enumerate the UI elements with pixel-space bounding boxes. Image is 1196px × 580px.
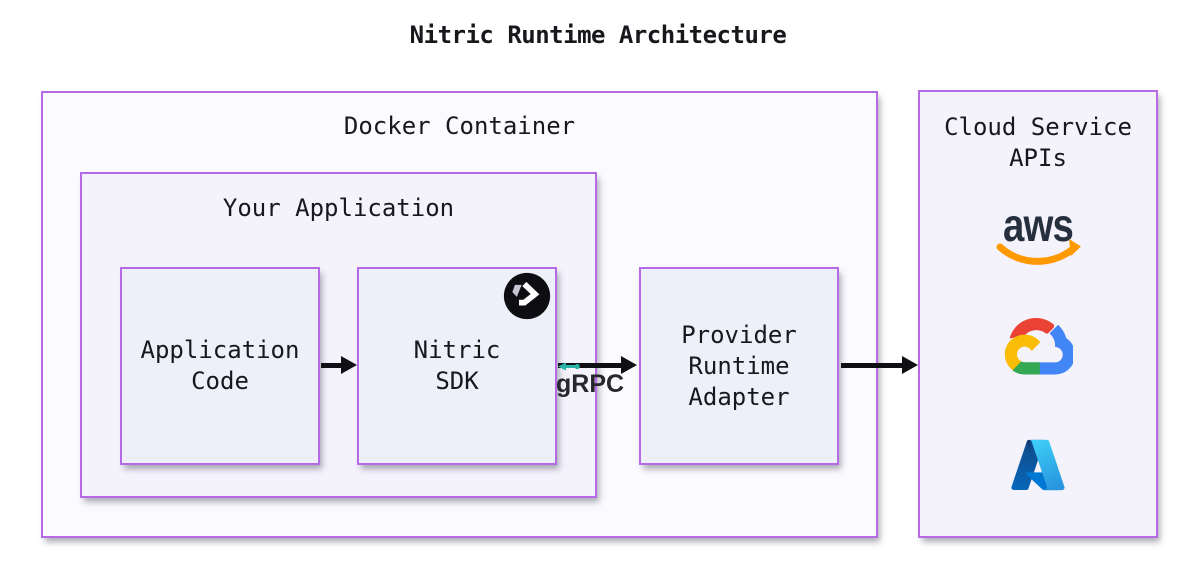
- grpc-label: gRPC: [556, 370, 625, 398]
- nitric-sdk-node: Nitric SDK: [357, 267, 557, 465]
- cloud-label-line1: Cloud Service: [944, 113, 1132, 141]
- provider-runtime-adapter-node: Provider Runtime Adapter: [639, 267, 839, 465]
- nitric-sdk-label-line2: SDK: [435, 367, 479, 395]
- cloud-service-apis-label: Cloud Service APIs: [918, 112, 1158, 174]
- arrowhead-icon: [621, 356, 637, 374]
- cloud-label-line2: APIs: [1009, 144, 1067, 172]
- provider-label-line3: Adapter: [688, 382, 790, 411]
- arrowhead-icon: [341, 356, 357, 374]
- docker-container-label: Docker Container: [343, 112, 576, 140]
- aws-logo-icon: aws: [996, 200, 1081, 265]
- grpc-logo: gRPC: [556, 362, 636, 397]
- nitric-sdk-label-line1: Nitric: [413, 336, 501, 364]
- arrow-nitric-sdk-to-provider-adapter: [558, 356, 637, 374]
- azure-logo-icon: [1011, 439, 1065, 491]
- cloud-service-apis-box: [918, 90, 1158, 538]
- application-code-label-line1: Application: [140, 336, 300, 364]
- aws-wordmark: aws: [1003, 200, 1073, 251]
- arrow-provider-adapter-to-cloud-apis: [841, 356, 918, 374]
- your-application-label: Your Application: [222, 194, 455, 222]
- provider-label-line2: Runtime: [688, 351, 790, 380]
- diagram-title: Nitric Runtime Architecture: [409, 21, 787, 49]
- google-cloud-logo-icon: [1004, 318, 1073, 375]
- nitric-logo-icon: [503, 272, 551, 320]
- arrowhead-icon: [902, 356, 918, 374]
- application-code-node: Application Code: [120, 267, 320, 465]
- grpc-arrow-icon: [558, 362, 580, 371]
- provider-label-line1: Provider: [681, 320, 797, 349]
- arrow-application-code-to-nitric-sdk: [321, 356, 357, 374]
- application-code-label-line2: Code: [191, 367, 249, 395]
